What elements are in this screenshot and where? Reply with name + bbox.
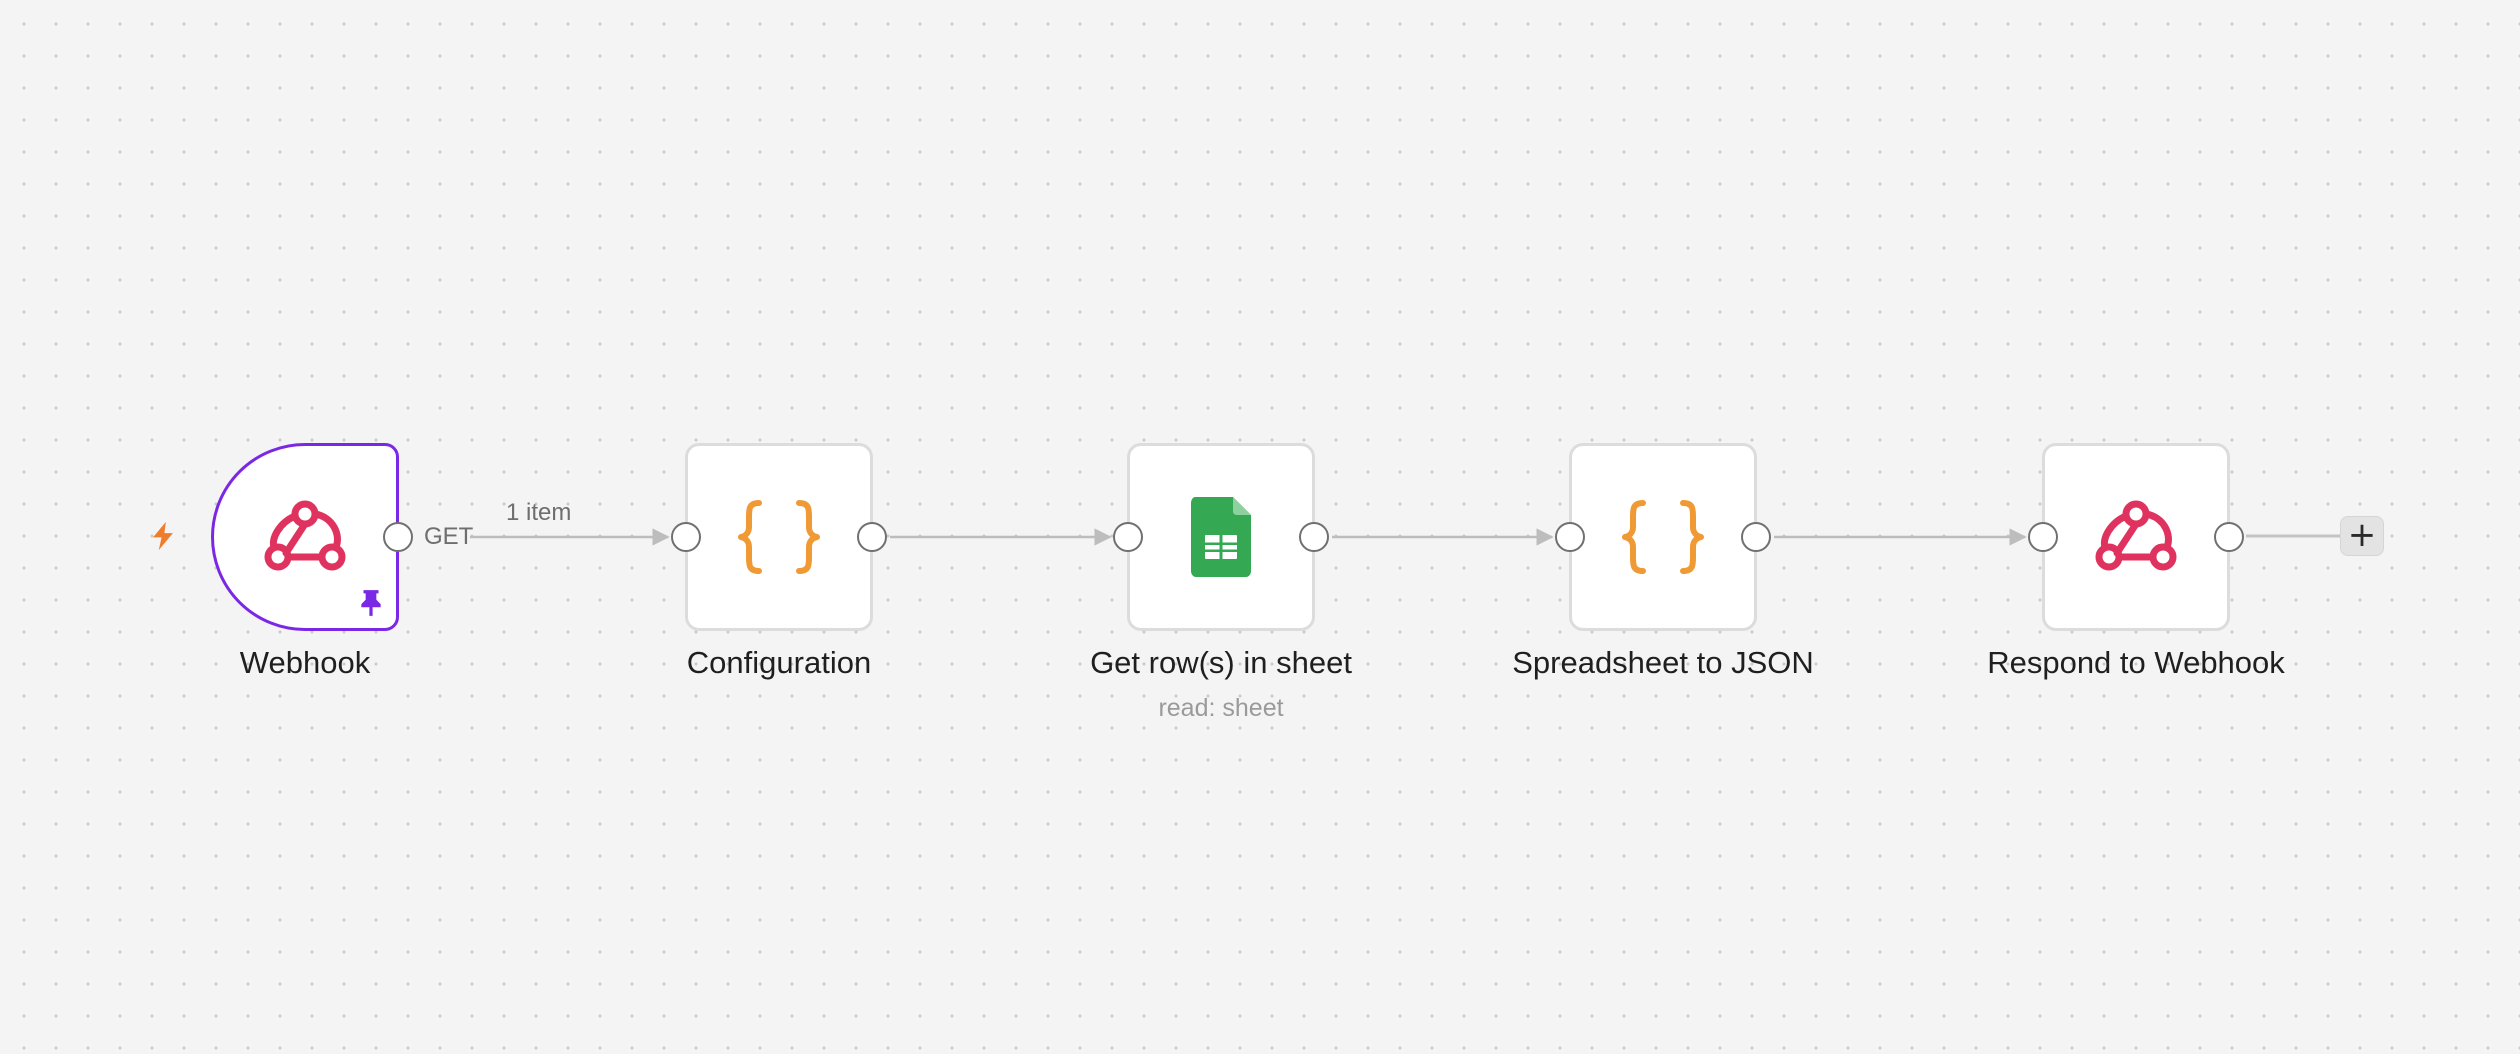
- respond-input-handle[interactable]: [2028, 522, 2058, 552]
- add-node-button[interactable]: +: [2340, 516, 2384, 556]
- node-label-spreadsheet-to-json: Spreadsheet to JSON: [1512, 645, 1814, 680]
- node-spreadsheet-to-json[interactable]: [1555, 443, 1771, 631]
- node-subtitle-get-rows: read: sheet: [1158, 694, 1284, 722]
- configuration-output-handle[interactable]: [857, 522, 887, 552]
- respond-output-handle[interactable]: [2214, 522, 2244, 552]
- node-configuration[interactable]: [671, 443, 887, 631]
- curly-braces-icon: [738, 500, 820, 574]
- lightning-bolt-icon: [153, 521, 173, 551]
- spreadsheet-output-handle[interactable]: [1741, 522, 1771, 552]
- node-label-webhook: Webhook: [239, 645, 371, 680]
- node-webhook[interactable]: [211, 443, 413, 631]
- spreadsheet-input-handle[interactable]: [1555, 522, 1585, 552]
- curly-braces-icon: [1622, 500, 1704, 574]
- webhook-icon: [264, 500, 346, 571]
- pin-icon: [361, 590, 381, 616]
- node-respond-to-webhook[interactable]: [2028, 443, 2244, 631]
- edge-method-label: GET: [424, 523, 474, 550]
- node-label-configuration: Configuration: [686, 645, 872, 680]
- node-get-rows-in-sheet[interactable]: [1113, 443, 1329, 631]
- configuration-input-handle[interactable]: [671, 522, 701, 552]
- get-rows-output-handle[interactable]: [1299, 522, 1329, 552]
- webhook-icon: [2095, 500, 2177, 571]
- node-label-get-rows: Get row(s) in sheet: [1090, 645, 1352, 680]
- webhook-output-handle[interactable]: [383, 522, 413, 552]
- google-sheets-icon: [1191, 497, 1251, 577]
- edge-item-count-label: 1 item: [506, 499, 572, 526]
- plus-icon: +: [2347, 515, 2377, 555]
- get-rows-input-handle[interactable]: [1113, 522, 1143, 552]
- node-label-respond-to-webhook: Respond to Webhook: [1987, 645, 2285, 680]
